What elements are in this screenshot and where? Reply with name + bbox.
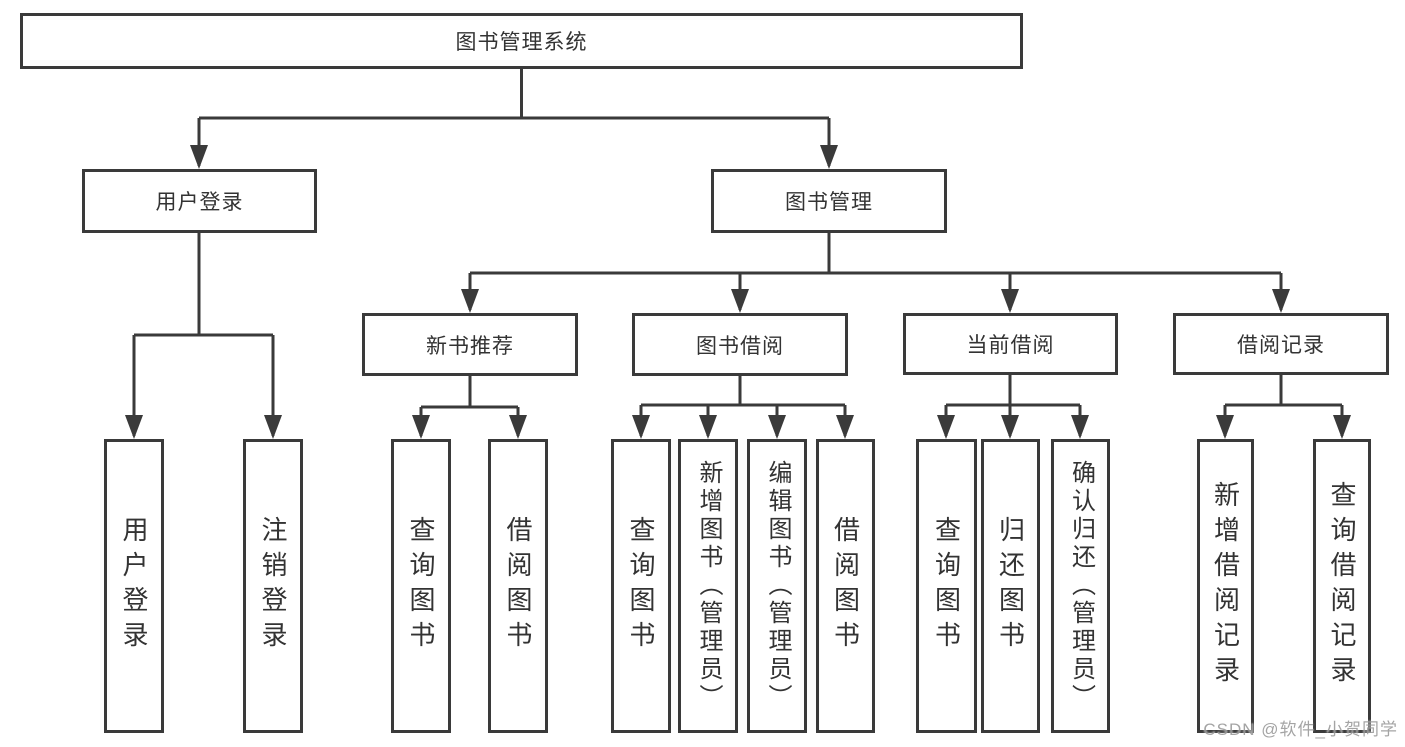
node-book-mgmt: 图书管理 — [711, 169, 947, 233]
watermark-text: CSDN @软件_小贺同学 — [1203, 720, 1398, 739]
node-current-borrow-label: 当前借阅 — [966, 334, 1055, 357]
node-nb-query-label: 查询图书 — [406, 516, 436, 656]
node-user-login: 用户登录 — [82, 169, 317, 233]
node-new-books: 新书推荐 — [362, 313, 578, 376]
node-cb-query: 查询图书 — [916, 439, 977, 733]
node-login-label: 用户登录 — [119, 516, 149, 656]
node-cb-confirm: 确认归还（管理员） — [1051, 439, 1110, 733]
node-book-borrow: 图书借阅 — [632, 313, 848, 376]
node-borrow-records: 借阅记录 — [1173, 313, 1389, 375]
node-system: 图书管理系统 — [20, 13, 1023, 69]
node-cb-query-label: 查询图书 — [931, 516, 962, 656]
node-br-query-label: 查询借阅记录 — [1327, 481, 1357, 691]
node-user-login-label: 用户登录 — [155, 191, 244, 214]
node-nb-borrow-label: 借阅图书 — [503, 516, 533, 656]
node-logout-label: 注销登录 — [258, 516, 288, 656]
node-cb-return: 归还图书 — [981, 439, 1040, 733]
node-bb-query-label: 查询图书 — [626, 516, 656, 656]
node-system-label: 图书管理系统 — [455, 31, 588, 54]
node-bb-add-label: 新增图书（管理员） — [695, 460, 722, 712]
node-logout: 注销登录 — [243, 439, 303, 733]
node-cb-return-label: 归还图书 — [995, 516, 1026, 656]
node-new-books-label: 新书推荐 — [426, 334, 514, 358]
node-br-add-label: 新增借阅记录 — [1210, 481, 1241, 691]
node-borrow-records-label: 借阅记录 — [1237, 334, 1325, 357]
node-current-borrow: 当前借阅 — [903, 313, 1118, 375]
node-nb-borrow: 借阅图书 — [488, 439, 548, 733]
node-cb-confirm-label: 确认归还（管理员） — [1067, 460, 1095, 712]
node-bb-edit: 编辑图书（管理员） — [747, 439, 807, 733]
node-bb-borrow-label: 借阅图书 — [830, 516, 861, 656]
node-br-add: 新增借阅记录 — [1197, 439, 1254, 733]
node-nb-query: 查询图书 — [391, 439, 451, 733]
node-bb-edit-label: 编辑图书（管理员） — [764, 460, 791, 712]
node-book-borrow-label: 图书借阅 — [696, 334, 784, 358]
node-bb-borrow: 借阅图书 — [816, 439, 875, 733]
node-login: 用户登录 — [104, 439, 164, 733]
node-book-mgmt-label: 图书管理 — [785, 191, 873, 214]
node-br-query: 查询借阅记录 — [1313, 439, 1371, 733]
node-bb-query: 查询图书 — [611, 439, 671, 733]
node-bb-add: 新增图书（管理员） — [678, 439, 738, 733]
